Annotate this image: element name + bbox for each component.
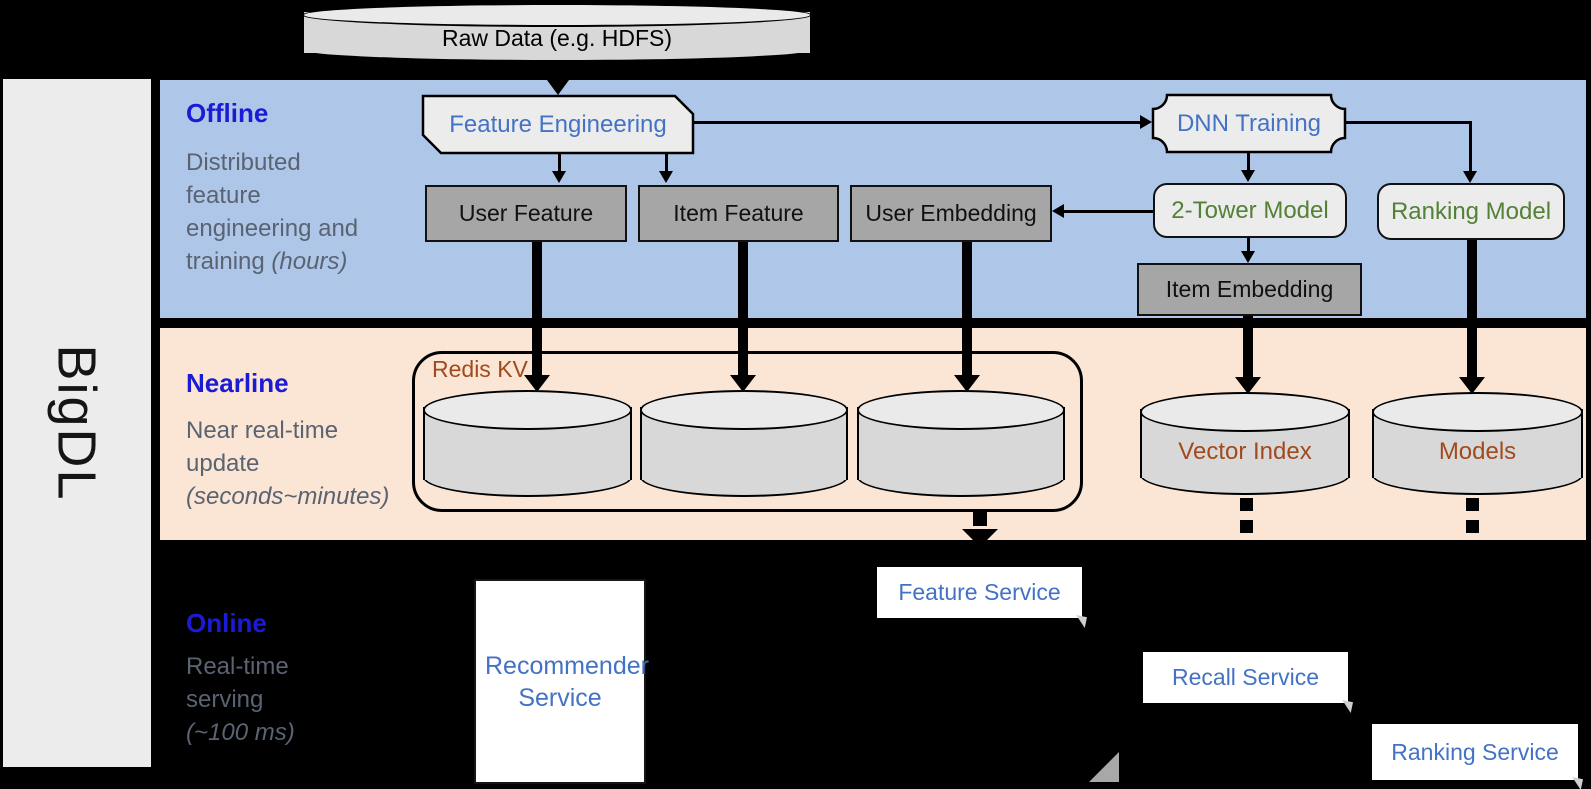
models-label: Models <box>1438 438 1517 465</box>
dashed-link-vectorindex-2 <box>1240 520 1253 533</box>
pipe-itemembedding-to-vectorindex <box>1243 316 1253 377</box>
pipehead-rankingmodel-to-models <box>1459 377 1485 394</box>
pipehead-itemfeature-to-kv2 <box>730 375 756 392</box>
dashed-link-vectorindex-1 <box>1240 498 1253 511</box>
line-dnn-to-twotower <box>1247 152 1250 172</box>
user-feature-node: User Feature <box>425 185 627 242</box>
arrowhead-twotower-to-userembedding <box>1052 204 1064 218</box>
line-fe-to-userfeature <box>558 153 561 172</box>
arrowhead-twotower-to-itemembedding <box>1241 251 1255 263</box>
recall-service-node: Recall Service <box>1143 652 1348 703</box>
vector-index-label: Vector Index <box>1178 438 1312 465</box>
kv-store-cylinder-3 <box>857 390 1065 497</box>
kv-store-cylinder-1 <box>423 390 632 497</box>
redis-kv-container <box>412 351 1083 512</box>
item-embedding-node: Item Embedding <box>1137 263 1362 316</box>
online-title: Online <box>186 608 267 638</box>
pipehead-itemembedding-to-vectorindex <box>1235 377 1261 394</box>
pipe-userfeature-to-kv1 <box>532 242 542 376</box>
pipehead-userfeature-to-kv1 <box>524 375 550 392</box>
line-fe-to-dnn <box>693 121 1141 124</box>
nearline-title: Nearline <box>186 368 289 398</box>
dashed-link-kv-to-featureservice <box>973 512 987 526</box>
ranking-service-node: Ranking Service <box>1372 724 1578 780</box>
recommender-service-label: Recommender Service <box>485 651 649 712</box>
redis-kv-label: Redis KV <box>432 356 528 382</box>
arrowhead-fe-to-itemfeature <box>659 171 673 183</box>
ranking-model-node: Ranking Model <box>1377 183 1565 240</box>
kv-store-cylinder-2 <box>640 390 848 497</box>
line-fe-to-itemfeature <box>665 153 668 172</box>
bigdl-sidebar: BigDL <box>3 79 151 767</box>
pipe-userembedding-to-kv3 <box>962 242 972 376</box>
nearline-description: Near real-time update (seconds~minutes) <box>186 417 390 510</box>
arrowhead-rawdata-to-fe <box>547 80 569 95</box>
dashed-link-models-2 <box>1466 520 1479 533</box>
line-twotower-to-itemembedding <box>1247 238 1250 253</box>
pipe-itemfeature-to-kv2 <box>738 242 748 376</box>
dnn-training-node: DNN Training <box>1176 109 1322 137</box>
line-dnn-to-rankingmodel-v <box>1469 121 1472 173</box>
pipe-rankingmodel-to-models <box>1467 240 1477 377</box>
user-embedding-node: User Embedding <box>850 185 1052 242</box>
feature-service-node: Feature Service <box>877 567 1082 618</box>
arrowhead-fe-to-userfeature <box>552 171 566 183</box>
offline-title: Offline <box>186 98 269 128</box>
dnn-training-shape <box>1151 93 1347 154</box>
models-cylinder: Models <box>1372 392 1583 495</box>
dashed-link-models-1 <box>1466 498 1479 511</box>
two-tower-model-node: 2-Tower Model <box>1153 183 1347 238</box>
arrowhead-dnn-to-rankingmodel <box>1463 171 1477 183</box>
feature-engineering-shape <box>421 94 695 155</box>
online-description: Real-time serving (~100 ms) <box>186 653 295 746</box>
item-feature-node: Item Feature <box>638 185 839 242</box>
dashed-arrowhead-kv-to-featureservice <box>962 529 998 547</box>
arrowhead-dnn-to-twotower <box>1241 170 1255 182</box>
feature-engineering-node: Feature Engineering <box>449 110 667 138</box>
vector-index-cylinder: Vector Index <box>1140 392 1350 495</box>
raw-data-cylinder: Raw Data (e.g. HDFS) <box>302 3 812 62</box>
raw-data-label: Raw Data (e.g. HDFS) <box>441 25 673 51</box>
pipehead-userembedding-to-kv3 <box>954 375 980 392</box>
recommender-service-node: Recommender Service <box>474 579 649 784</box>
recommender-service-fold <box>1089 752 1119 782</box>
line-dnn-to-rankingmodel-h <box>1345 121 1471 124</box>
arrow-rawdata-to-fe <box>555 61 561 82</box>
line-twotower-to-userembedding <box>1064 210 1153 213</box>
arrowhead-fe-to-dnn <box>1140 115 1152 129</box>
bigdl-logo-text: BigDL <box>47 344 108 502</box>
offline-description: Distributed feature engineering and trai… <box>186 149 359 275</box>
